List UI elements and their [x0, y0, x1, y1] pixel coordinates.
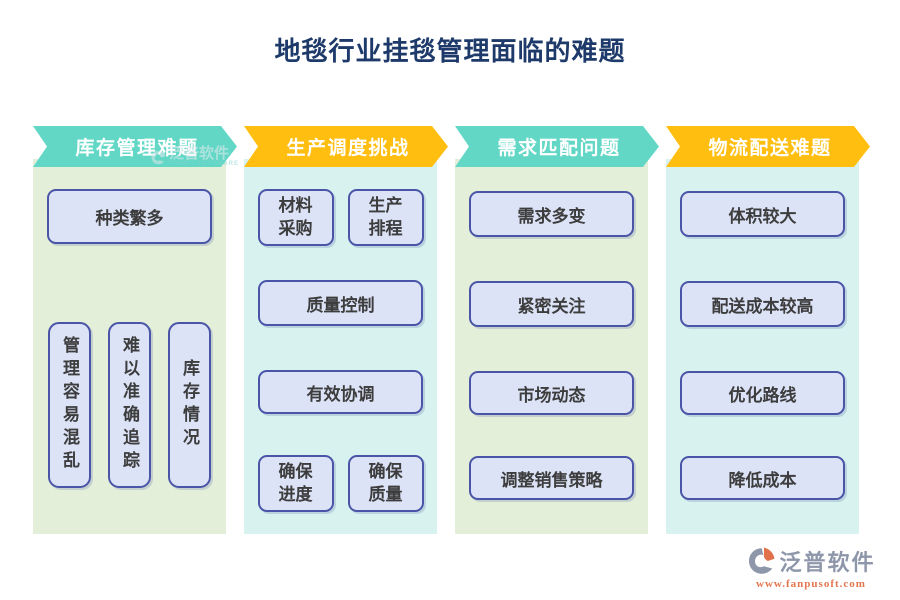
column-panel-logistics: 体积较大 配送成本较高 优化路线 降低成本: [666, 159, 859, 534]
box-reduce-cost: 降低成本: [680, 456, 845, 500]
box-ensure-progress: 确保进度: [257, 455, 334, 512]
box-market-dynamics: 市场动态: [469, 371, 634, 415]
box-production-scheduling: 生产排程: [347, 189, 424, 246]
column-panel-demand: 需求多变 紧密关注 市场动态 调整销售策略: [455, 159, 648, 534]
column-panel-inventory: 种类繁多 管理容易混乱 难以准确追踪 库存情况: [33, 159, 226, 534]
box-management-chaos: 管理容易混乱: [48, 322, 91, 488]
box-large-volume: 体积较大: [680, 191, 845, 237]
footer-brand-name: 泛普软件: [779, 550, 876, 575]
box-material-purchase: 材料采购: [257, 189, 334, 246]
box-optimize-routes: 优化路线: [680, 371, 845, 415]
box-ensure-quality: 确保质量: [347, 455, 424, 512]
column-header-label: 生产调度挑战: [286, 138, 410, 159]
box-variety: 种类繁多: [47, 189, 212, 244]
column-inventory: 库存管理难题 种类繁多 管理容易混乱 难以准确追踪 库存情况: [33, 126, 226, 534]
column-demand: 需求匹配问题 需求多变 紧密关注 市场动态 调整销售策略: [455, 126, 648, 534]
column-header-label: 需求匹配问题: [497, 138, 621, 159]
square-box-row: 确保进度 确保质量: [244, 455, 437, 512]
column-header-production: 生产调度挑战: [244, 126, 448, 167]
box-adjust-sales-strategy: 调整销售策略: [469, 456, 634, 500]
page-title: 地毯行业挂毯管理面临的难题: [274, 36, 626, 66]
column-header-inventory: 库存管理难题: [33, 126, 237, 167]
box-quality-control: 质量控制: [258, 280, 423, 326]
box-effective-coordination: 有效协调: [258, 370, 423, 414]
footer-website-url: www.fanpusoft.com: [756, 578, 866, 590]
column-logistics: 物流配送难题 体积较大 配送成本较高 优化路线 降低成本: [666, 126, 859, 534]
box-changing-demand: 需求多变: [469, 191, 634, 237]
column-header-label: 库存管理难题: [75, 138, 199, 159]
column-header-demand: 需求匹配问题: [455, 126, 659, 167]
box-close-attention: 紧密关注: [469, 281, 634, 327]
column-header-logistics: 物流配送难题: [666, 126, 870, 167]
column-panel-production: 材料采购 生产排程 质量控制 有效协调 确保进度: [244, 159, 437, 534]
vertical-box-row: 管理容易混乱 难以准确追踪 库存情况: [33, 322, 226, 488]
fanpu-logo-icon: [749, 547, 775, 574]
columns-board: 库存管理难题 种类繁多 管理容易混乱 难以准确追踪 库存情况 生产调度挑战: [33, 126, 873, 534]
box-stock-status: 库存情况: [168, 322, 211, 488]
box-high-delivery-cost: 配送成本较高: [680, 281, 845, 327]
square-box-row: 材料采购 生产排程: [244, 189, 437, 246]
footer-brand-lockup: 泛普软件 www.fanpusoft.com: [736, 545, 886, 590]
column-header-label: 物流配送难题: [708, 138, 832, 159]
column-production: 生产调度挑战 材料采购 生产排程 质量控制 有效协调: [244, 126, 437, 534]
box-hard-to-track: 难以准确追踪: [108, 322, 151, 488]
